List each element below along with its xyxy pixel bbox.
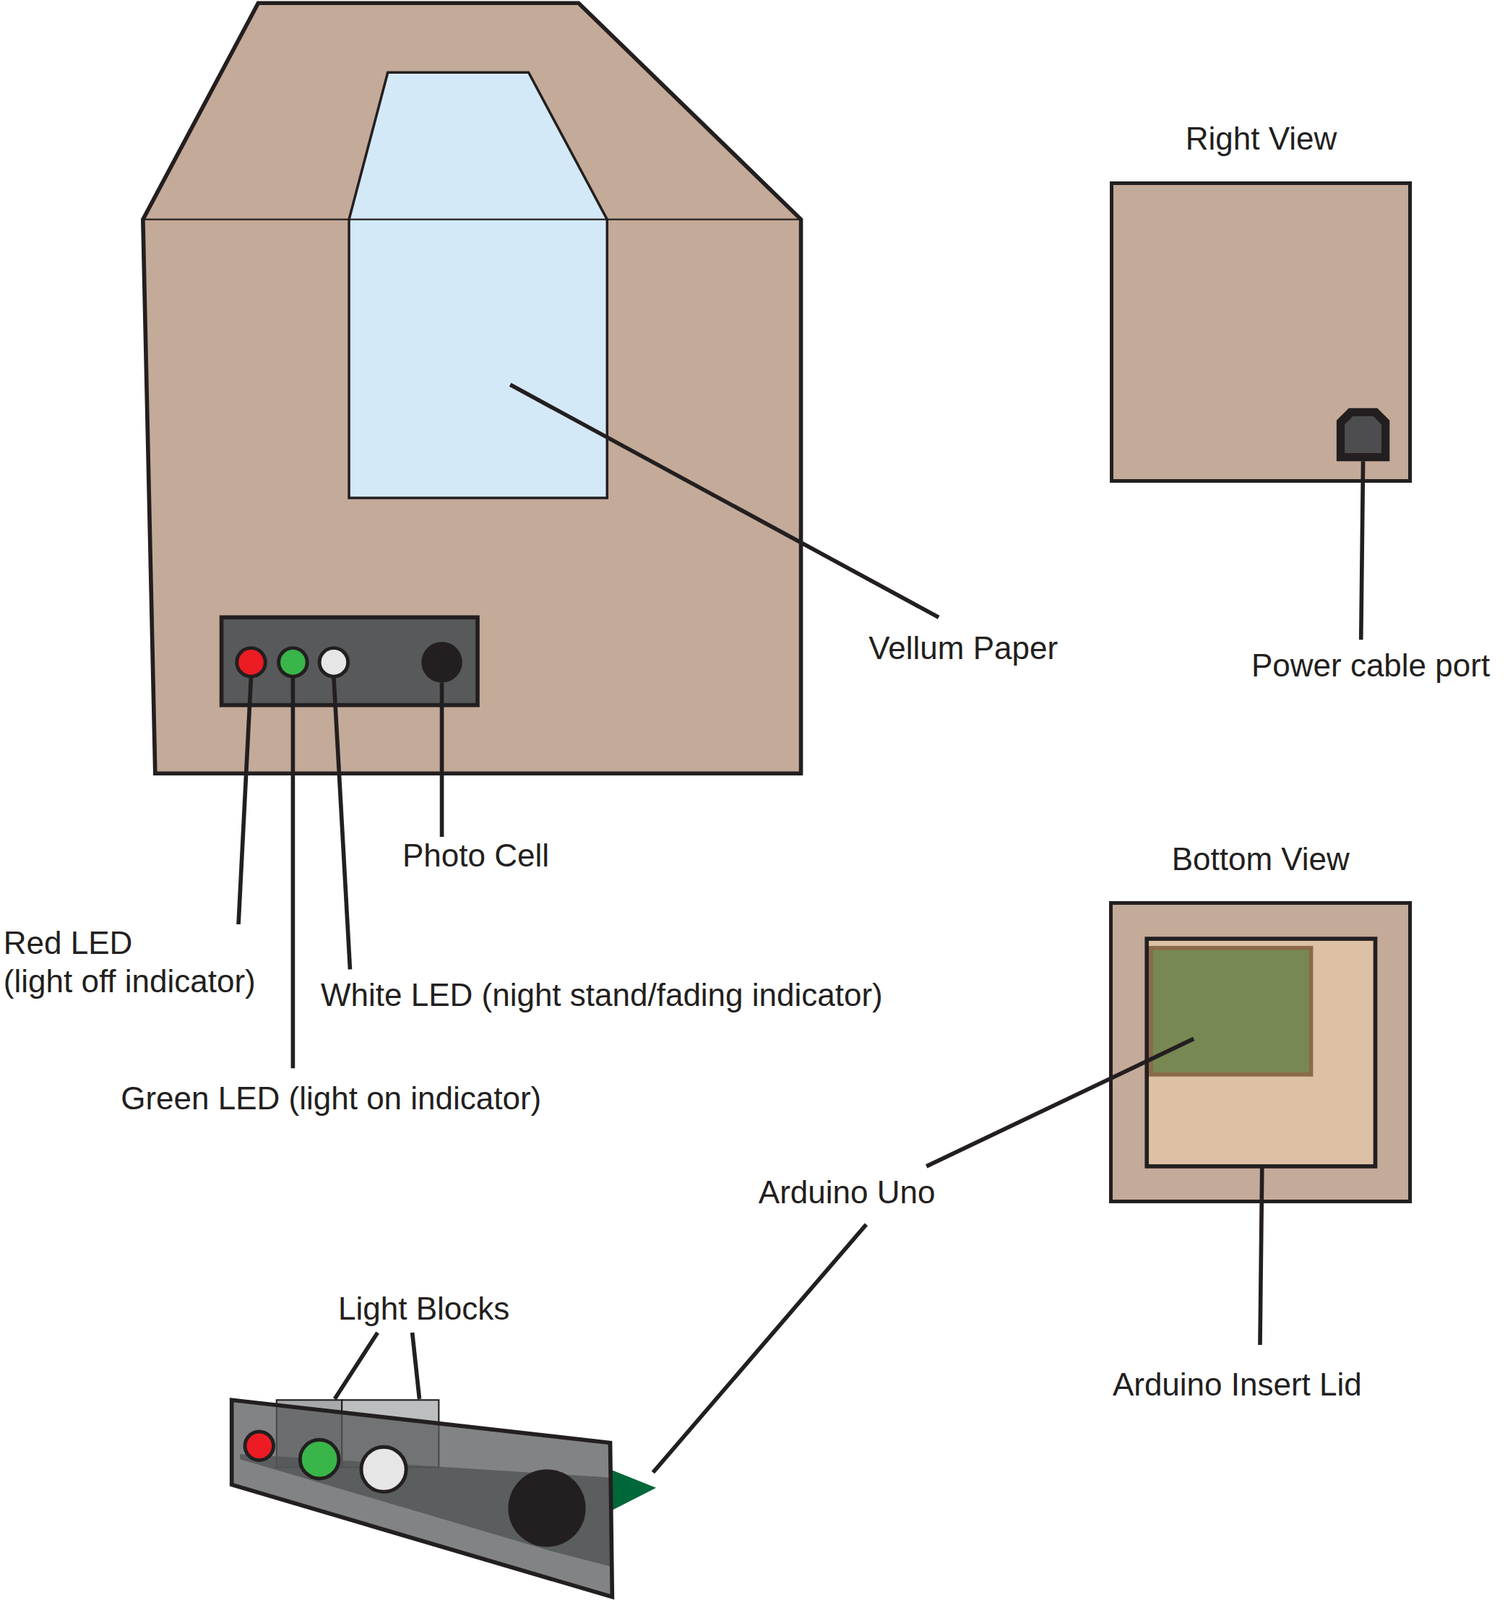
power-port [1344, 416, 1382, 454]
green-led [278, 648, 308, 677]
leader-line [653, 1223, 867, 1472]
leader-line [412, 1332, 420, 1399]
part-label: Photo Cell [400, 836, 551, 875]
part-label: Vellum Paper [867, 629, 1060, 668]
view-box: Bottom View [1109, 900, 1412, 1203]
leader-line [1260, 1166, 1263, 1345]
part-label: Red LED (light off indicator) [2, 924, 258, 1001]
view-box: Right View [1109, 181, 1412, 483]
leader-line [926, 1038, 1194, 1166]
part-label: Arduino Uno [757, 1173, 938, 1212]
view-heading: Right View [1070, 119, 1452, 159]
housing-edge [348, 218, 607, 221]
part-label: Light Blocks [336, 1289, 511, 1328]
bottom-view-face [1109, 900, 1412, 1203]
photo-cell [507, 1468, 586, 1547]
leader-line [236, 676, 252, 957]
label-line: Red LED [3, 924, 133, 961]
part-label: Green LED (light on indicator) [119, 1079, 543, 1118]
leader-line [333, 676, 351, 969]
label-line: (light off indicator) [3, 962, 256, 1001]
red-led [244, 1431, 274, 1461]
red-led [236, 648, 266, 677]
white-led [319, 648, 349, 677]
part-label: Arduino Insert Lid [1111, 1365, 1364, 1404]
leader-line [291, 676, 296, 1068]
vellum-paper [348, 72, 607, 498]
panel-front [231, 1399, 613, 1597]
leader-line [1361, 460, 1364, 640]
right-view-face [1109, 181, 1412, 483]
power-port [1336, 408, 1390, 461]
lamp-housing [143, 2, 802, 774]
arduino-insert-lid [1146, 938, 1375, 1167]
leader-line [334, 1332, 378, 1399]
leader-line [510, 384, 939, 618]
white-led [361, 1446, 407, 1492]
leader-line [440, 682, 445, 842]
part-label: White LED (night stand/fading indicator) [319, 976, 885, 1015]
photo-cell [421, 641, 462, 683]
arduino-edge [610, 1468, 657, 1510]
part-label: Power cable port [1249, 646, 1492, 685]
control-panel [221, 617, 478, 705]
green-led [299, 1439, 339, 1479]
housing-edge [143, 218, 802, 221]
view-heading: Bottom View [1069, 840, 1452, 879]
arduino-board [1150, 947, 1312, 1075]
